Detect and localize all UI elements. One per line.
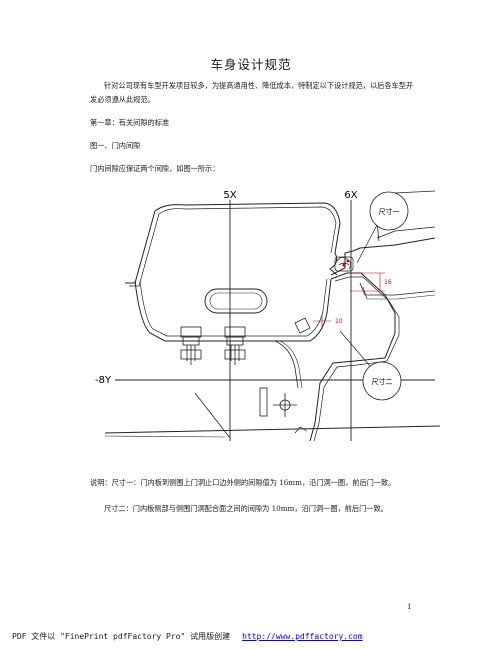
door-outer-panel	[125, 202, 341, 284]
figure-intro: 门内间隙应保证两个间隙，如图一所示：	[90, 164, 220, 173]
weather-seal	[334, 256, 354, 272]
grid-label-8y: -8Y	[95, 375, 112, 386]
callout-1-bubble	[369, 191, 409, 231]
intro-paragraph: 针对公司现有车型开发项目较多，为提高通用性、降低成本，特制定以下设计规范，以后各…	[90, 81, 414, 104]
footer-text: PDF 文件以 "FinePrint pdfFactory Pro" 试用版创建	[12, 632, 231, 641]
chapter-heading: 第一章：有关间隙的标准	[90, 118, 170, 127]
door-inner-panel	[134, 278, 332, 342]
note-2: 尺寸二：门内板侧部与侧围门洞配合面之间的间隙为 10mm，沿门洞一圈，前后门一致…	[104, 504, 388, 513]
door-gap-diagram: 5X 6X -8Y	[95, 190, 440, 442]
bolt-left	[180, 326, 202, 365]
grid-label-6x: 6X	[344, 190, 357, 201]
dimension-1-label: 16	[384, 279, 392, 286]
page-number: 1	[407, 603, 412, 611]
crosshair-mark	[273, 393, 297, 417]
callout-2-label: 尺寸二	[372, 377, 393, 386]
small-slot	[259, 387, 268, 417]
callout-2-bubble	[362, 361, 402, 401]
sill-line	[104, 425, 440, 434]
pdf-footer: PDF 文件以 "FinePrint pdfFactory Pro" 试用版创建…	[12, 631, 492, 642]
footer-link[interactable]: http://www.pdffactory.com	[242, 632, 363, 641]
note-1: 说明：尺寸一：门内板到侧围上门洞止口边外侧的间隙值为 16mm，沿门洞一圈，前后…	[90, 478, 396, 487]
grid-label-5x: 5X	[223, 190, 236, 201]
dimension-2-label: 10	[335, 318, 343, 325]
body-side-panel	[330, 237, 436, 276]
access-hole	[204, 288, 268, 314]
page-title: 车身设计规范	[210, 57, 292, 72]
callout-1-label: 尺寸一	[379, 207, 400, 216]
figure-heading: 图一、门内间隙	[90, 141, 141, 150]
bolt-right	[224, 326, 246, 365]
